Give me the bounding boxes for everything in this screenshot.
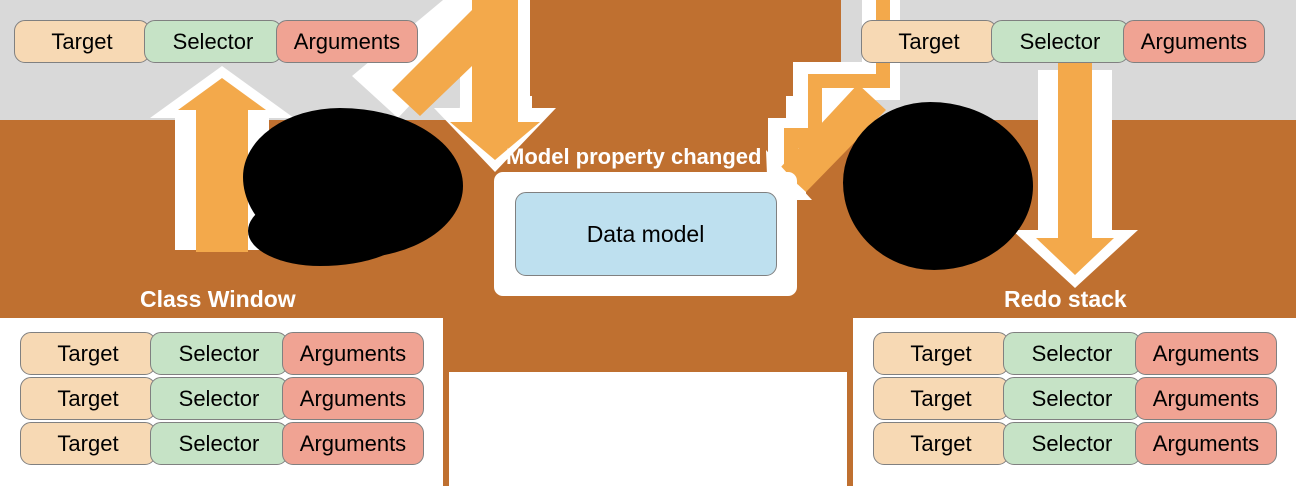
- stack-row: Target Selector Arguments: [873, 377, 1296, 420]
- redaction-blob-left-secondary: [248, 196, 408, 266]
- model-property-changed-label: Model property changed: [506, 144, 762, 169]
- pill-selector[interactable]: Selector: [150, 377, 288, 420]
- pill-target[interactable]: Target: [20, 422, 156, 465]
- white-gutter-right: [786, 96, 846, 126]
- redaction-blob-right: [843, 102, 1033, 270]
- stack-row: Target Selector Arguments: [873, 422, 1296, 465]
- pill-selector[interactable]: Selector: [991, 20, 1129, 63]
- white-gutter-left: [460, 96, 532, 126]
- stack-row: Target Selector Arguments: [20, 377, 443, 420]
- class-window-stack-panel: Target Selector Arguments Target Selecto…: [0, 312, 449, 486]
- pill-target[interactable]: Target: [873, 332, 1009, 375]
- pill-arguments[interactable]: Arguments: [282, 332, 424, 375]
- pill-target[interactable]: Target: [873, 422, 1009, 465]
- pill-selector[interactable]: Selector: [144, 20, 282, 63]
- pill-selector[interactable]: Selector: [1003, 332, 1141, 375]
- data-model-box[interactable]: Data model: [514, 192, 777, 276]
- pill-target[interactable]: Target: [873, 377, 1009, 420]
- redo-stack-label: Redo stack: [1004, 286, 1127, 312]
- pill-target[interactable]: Target: [20, 377, 156, 420]
- pill-arguments[interactable]: Arguments: [1135, 422, 1277, 465]
- class-window-label: Class Window: [140, 286, 296, 312]
- pill-target[interactable]: Target: [20, 332, 156, 375]
- stack-row: Target Selector Arguments: [20, 332, 443, 375]
- pill-arguments[interactable]: Arguments: [1135, 377, 1277, 420]
- redo-stack-panel: Target Selector Arguments Target Selecto…: [847, 312, 1296, 486]
- pill-arguments[interactable]: Arguments: [276, 20, 418, 63]
- pill-arguments[interactable]: Arguments: [282, 377, 424, 420]
- pill-target[interactable]: Target: [861, 20, 997, 63]
- stack-row: Target Selector Arguments: [873, 332, 1296, 375]
- data-model-card: Data model: [494, 172, 797, 296]
- pill-selector[interactable]: Selector: [150, 332, 288, 375]
- top-right-invocation-row: Target Selector Arguments: [861, 20, 1265, 63]
- stack-row: Target Selector Arguments: [20, 422, 443, 465]
- pill-target[interactable]: Target: [14, 20, 150, 63]
- pill-selector[interactable]: Selector: [1003, 377, 1141, 420]
- pill-selector[interactable]: Selector: [1003, 422, 1141, 465]
- top-left-invocation-row: Target Selector Arguments: [14, 20, 418, 63]
- pill-selector[interactable]: Selector: [150, 422, 288, 465]
- pill-arguments[interactable]: Arguments: [1135, 332, 1277, 375]
- pill-arguments[interactable]: Arguments: [282, 422, 424, 465]
- pill-arguments[interactable]: Arguments: [1123, 20, 1265, 63]
